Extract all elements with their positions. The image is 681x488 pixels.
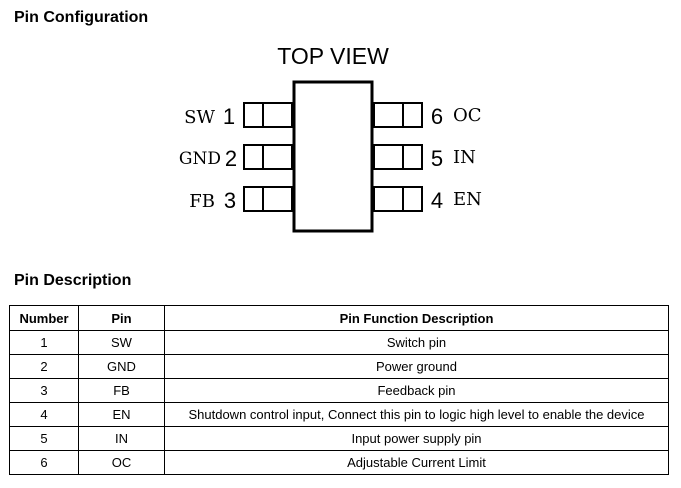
cell-description: Feedback pin [164, 378, 669, 403]
cell-number: 2 [9, 354, 79, 379]
section-heading-pin-description: Pin Description [14, 272, 132, 289]
right-pin-5: 5 IN [373, 144, 476, 171]
cell-number: 4 [9, 402, 79, 427]
table-row: 5 IN Input power supply pin [9, 426, 669, 451]
pin-number-6: 6 [431, 104, 443, 129]
left-pin-1: SW 1 [184, 102, 293, 129]
ic-package-body [292, 80, 374, 233]
section-heading-pin-configuration: Pin Configuration [14, 9, 149, 26]
right-pin-4: 4 EN [373, 186, 482, 213]
pin-number-1: 1 [223, 104, 235, 129]
right-pin-6: 6 OC [373, 102, 482, 129]
pin-number-5: 5 [431, 146, 443, 171]
column-header-number: Number [9, 305, 79, 331]
pin-name-oc: OC [453, 105, 482, 126]
pin-number-4: 4 [431, 188, 443, 213]
table-row: 6 OC Adjustable Current Limit [9, 450, 669, 475]
pin-name-en: EN [453, 189, 482, 210]
diagram-title: TOP VIEW [277, 43, 389, 69]
column-header-description: Pin Function Description [164, 305, 669, 331]
cell-number: 1 [9, 330, 79, 355]
pin-description-table: Number Pin Pin Function Description 1 SW… [9, 305, 669, 475]
cell-description: Adjustable Current Limit [164, 450, 669, 475]
pin-number-2: 2 [225, 146, 237, 171]
left-pin-2: GND 2 [179, 144, 293, 171]
table-header-row: Number Pin Pin Function Description [9, 305, 669, 331]
cell-pin: EN [78, 402, 165, 427]
cell-pin: GND [78, 354, 165, 379]
cell-pin: IN [78, 426, 165, 451]
pin-name-in: IN [453, 147, 476, 168]
table-row: 1 SW Switch pin [9, 330, 669, 355]
pin-name-gnd: GND [179, 149, 221, 169]
pin-diagram: TOP VIEW SW 1 GND 2 FB 3 6 OC 5 IN 4 EN [179, 43, 482, 233]
cell-pin: OC [78, 450, 165, 475]
table-row: 3 FB Feedback pin [9, 378, 669, 403]
pin-name-fb: FB [189, 191, 215, 212]
column-header-pin: Pin [78, 305, 165, 331]
cell-description: Input power supply pin [164, 426, 669, 451]
table-row: 2 GND Power ground [9, 354, 669, 379]
pin-number-3: 3 [224, 188, 236, 213]
cell-number: 5 [9, 426, 79, 451]
left-pin-3: FB 3 [189, 186, 293, 213]
cell-pin: FB [78, 378, 165, 403]
cell-number: 6 [9, 450, 79, 475]
table-row: 4 EN Shutdown control input, Connect thi… [9, 402, 669, 427]
cell-pin: SW [78, 330, 165, 355]
cell-number: 3 [9, 378, 79, 403]
cell-description: Switch pin [164, 330, 669, 355]
cell-description: Shutdown control input, Connect this pin… [164, 402, 669, 427]
pin-name-sw: SW [184, 107, 215, 128]
cell-description: Power ground [164, 354, 669, 379]
